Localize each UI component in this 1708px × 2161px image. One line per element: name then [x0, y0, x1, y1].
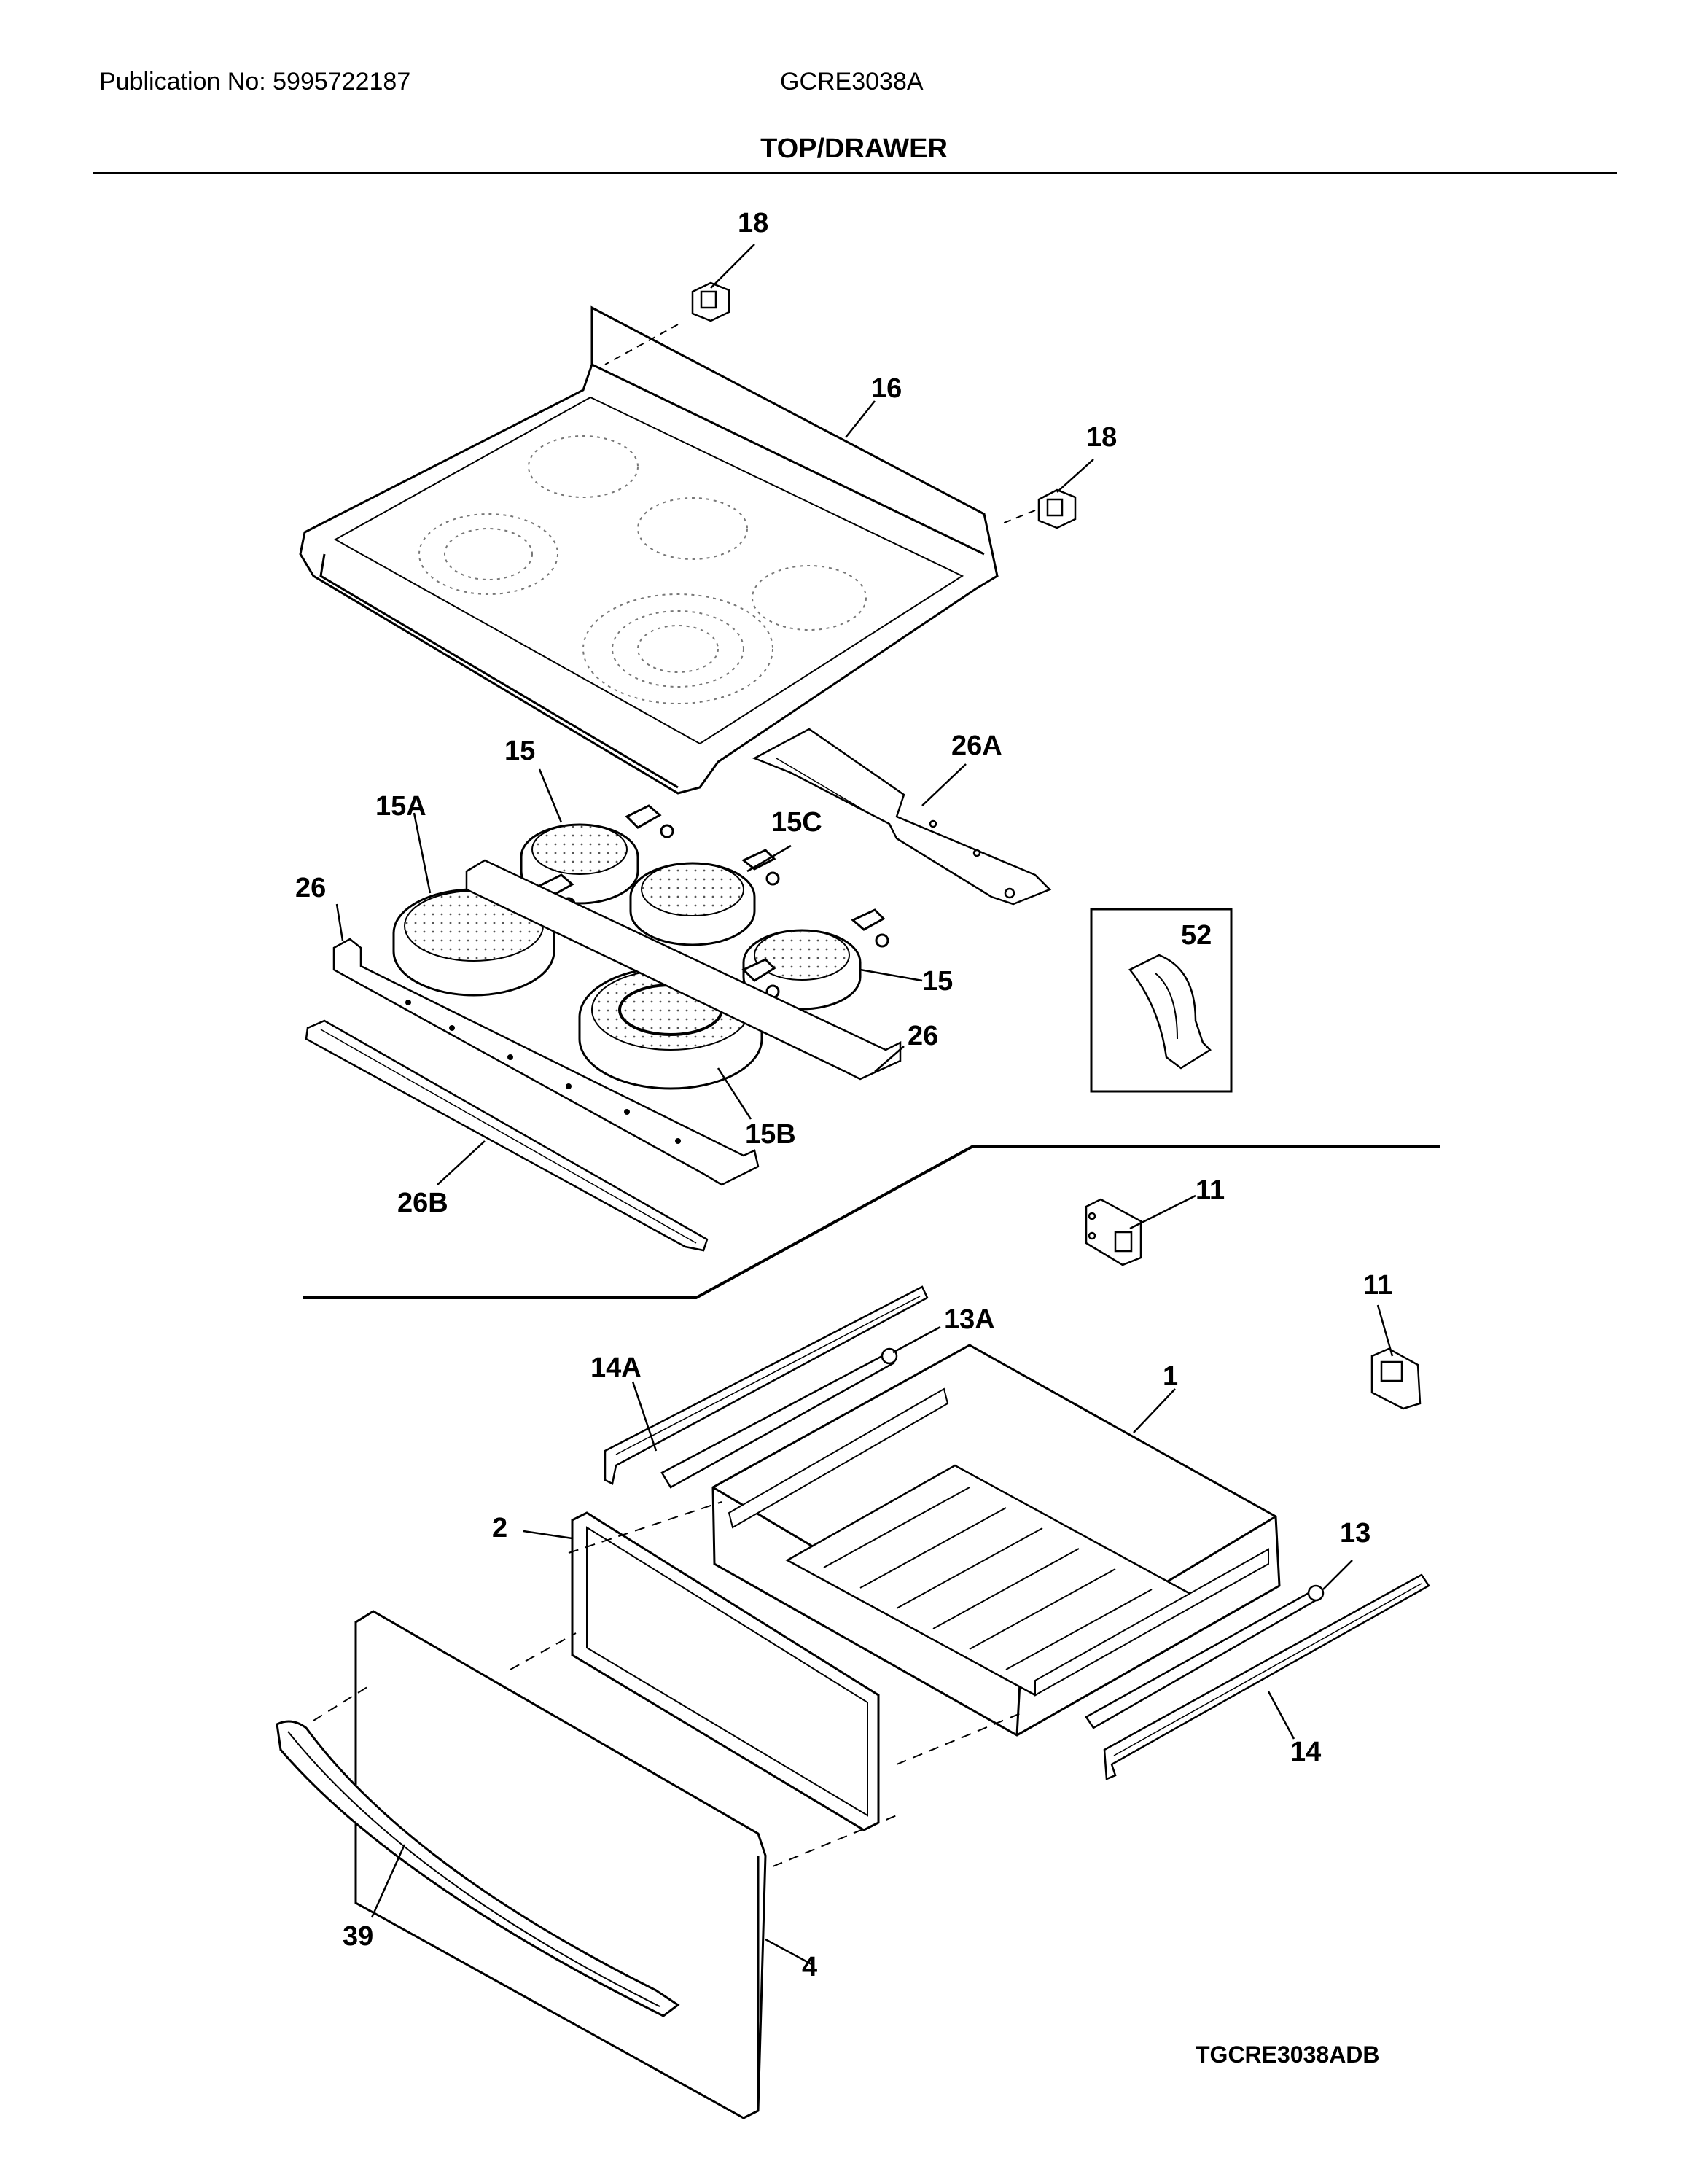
- drawer-body-part-1: [711, 1344, 1281, 1737]
- trim-part-26B: [305, 1019, 709, 1252]
- cooktop-glass-part-16: [299, 305, 999, 795]
- drawer-slide-part-13: [1085, 1584, 1325, 1729]
- callout-16: 16: [871, 373, 902, 404]
- callout-15-front: 15: [922, 966, 953, 997]
- header-rule: [93, 172, 1617, 174]
- bracket-part-11-upper: [1085, 1198, 1142, 1266]
- callout-2: 2: [492, 1513, 507, 1543]
- callout-4: 4: [802, 1952, 817, 1982]
- drawer-rail-part-14: [1103, 1573, 1430, 1780]
- callout-26B: 26B: [397, 1188, 448, 1218]
- callout-15B: 15B: [745, 1119, 796, 1150]
- callout-14: 14: [1290, 1737, 1321, 1767]
- element-part-15C: [629, 849, 780, 946]
- bracket-part-11-lower: [1370, 1347, 1422, 1410]
- element-support-part-26-rear: [465, 859, 902, 1080]
- model-number: GCRE3038A: [780, 68, 924, 96]
- section-title: TOP/DRAWER: [760, 133, 948, 164]
- diagram-code: TGCRE3038ADB: [1196, 2041, 1380, 2068]
- callout-18-right: 18: [1086, 422, 1117, 453]
- callout-15C: 15C: [771, 807, 822, 838]
- callout-1: 1: [1163, 1361, 1178, 1392]
- bracket-part-26A: [752, 728, 1052, 906]
- bracket-part-18-right: [998, 488, 1077, 529]
- bracket-part-18-left: [604, 281, 730, 365]
- element-part-15-rear: [520, 804, 674, 905]
- callout-39: 39: [343, 1921, 373, 1952]
- callout-26-rear: 26: [295, 873, 326, 903]
- assembly-guide-lines: [313, 1501, 1021, 1867]
- callout-26-front: 26: [908, 1021, 938, 1051]
- element-support-part-26-front: [332, 938, 760, 1186]
- leader-lines: [335, 244, 1394, 1966]
- handle-part-39: [276, 1720, 680, 2017]
- callout-14A: 14A: [590, 1352, 642, 1383]
- callout-11-upper: 11: [1196, 1175, 1225, 1206]
- publication-number: Publication No: 5995722187: [99, 68, 411, 96]
- callout-13: 13: [1340, 1518, 1370, 1549]
- drawer-rail-part-14A: [604, 1285, 929, 1485]
- callout-11-lower: 11: [1363, 1270, 1392, 1301]
- section-divider-line: [303, 1145, 1440, 1299]
- callout-13A: 13A: [944, 1304, 995, 1335]
- outer-drawer-panel-part-4: [354, 1610, 767, 2119]
- callout-26A: 26A: [951, 731, 1002, 761]
- callout-18-left: 18: [738, 208, 768, 238]
- part-52-box: [1090, 908, 1233, 1093]
- callout-15A: 15A: [375, 791, 426, 822]
- callout-15-rear: 15: [504, 736, 535, 766]
- callout-52: 52: [1181, 920, 1212, 951]
